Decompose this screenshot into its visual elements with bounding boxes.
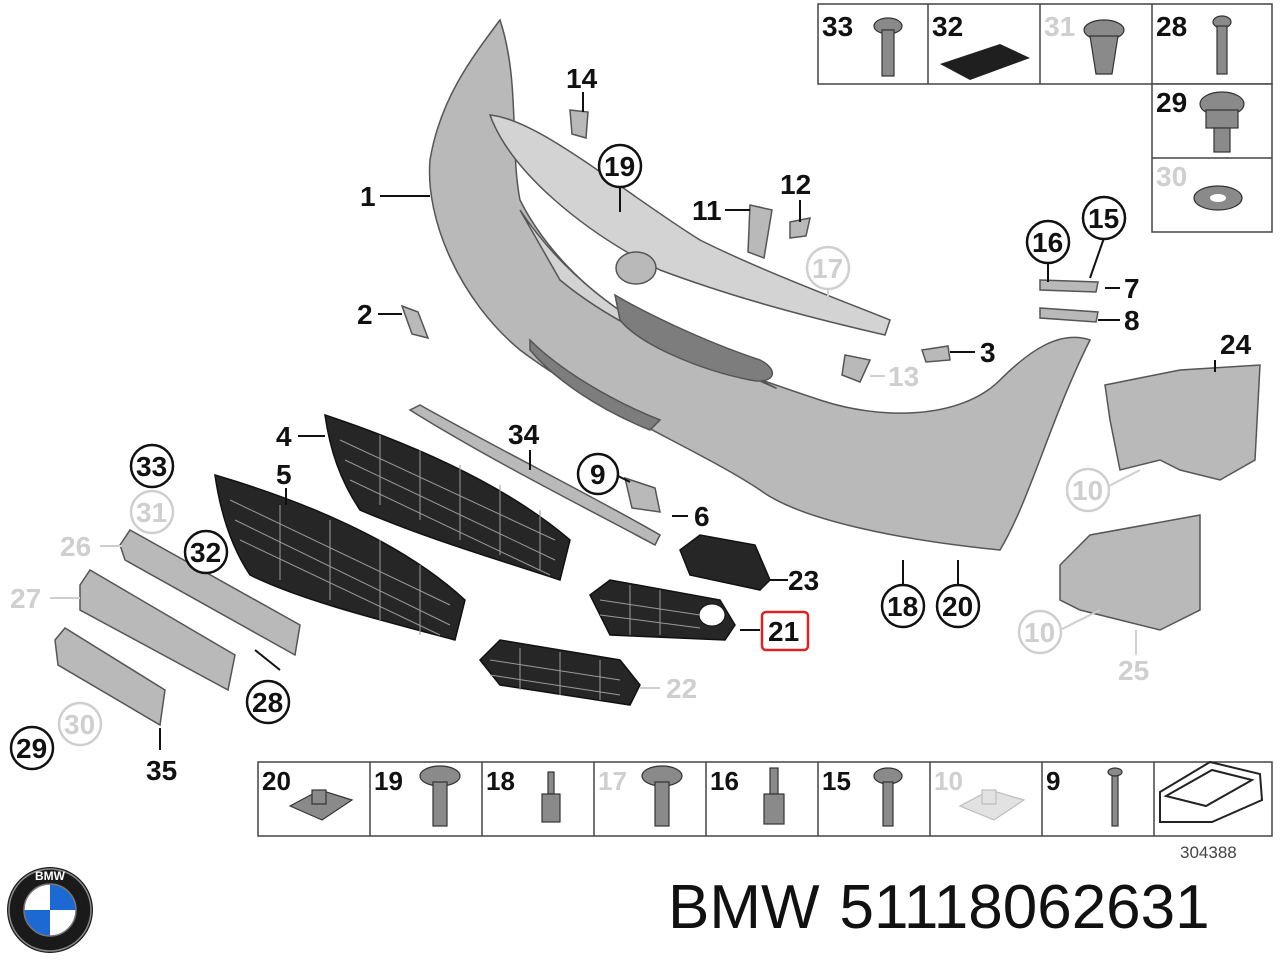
circle-label-16: 16 [1032, 227, 1063, 258]
license-plate-base-26 [119, 529, 301, 657]
fog-grille-21 [589, 579, 736, 641]
circle-label-18: 18 [887, 591, 918, 622]
label-2: 2 [357, 299, 373, 330]
hw-label-33: 33 [822, 11, 853, 42]
label-27: 27 [10, 583, 41, 614]
part-labels: 1 2 3 4 5 6 7 8 11 12 13 14 24 25 26 27 … [10, 63, 1252, 786]
label-3: 3 [980, 337, 996, 368]
hw-label-29: 29 [1156, 87, 1187, 118]
foam-strip-32-icon [940, 44, 1030, 80]
label-5: 5 [276, 459, 292, 490]
hw-label-16: 16 [710, 766, 739, 796]
part-number: 51118062631 [839, 873, 1210, 942]
circle-label-32: 32 [190, 537, 221, 568]
hw-label-9: 9 [1046, 766, 1060, 796]
nut-clip-20-icon [288, 789, 354, 821]
label-11: 11 [692, 195, 722, 226]
fog-grille-22 [478, 639, 641, 706]
bottom-hardware-table: 20 19 18 17 16 15 10 [257, 760, 1273, 862]
screw-33-icon [873, 17, 903, 77]
bolt-29-icon [1199, 91, 1245, 153]
circle-label-17: 17 [812, 253, 843, 284]
nut-clip-10-icon [958, 789, 1026, 821]
label-35: 35 [146, 755, 177, 786]
diagram-reference-number: 304388 [1180, 843, 1237, 862]
rivet-16-icon [763, 767, 785, 825]
license-plate-base-35 [54, 627, 166, 727]
fog-opening-left [529, 338, 662, 431]
circle-label-29: 29 [16, 733, 47, 764]
circle-label-15: 15 [1088, 203, 1119, 234]
bmw-logo-icon: BMW [7, 867, 93, 953]
label-25: 25 [1118, 655, 1149, 686]
top-hardware-table: 33 32 31 28 29 30 [817, 3, 1273, 233]
label-24: 24 [1220, 329, 1252, 360]
circle-label-30: 30 [64, 709, 95, 740]
label-26: 26 [60, 531, 91, 562]
label-8: 8 [1124, 305, 1140, 336]
upper-grille-carrier [488, 114, 891, 336]
label-23: 23 [788, 565, 819, 596]
screw-15-icon [873, 767, 903, 827]
brand-name: BMW [668, 873, 820, 942]
label-1: 1 [360, 181, 376, 212]
label-34: 34 [508, 419, 540, 450]
center-grille-4 [324, 413, 571, 581]
circle-label-20: 20 [942, 591, 973, 622]
small-parts [400, 109, 1099, 513]
highlighted-part-21[interactable]: 21 [760, 610, 810, 652]
circle-label-10a: 10 [1072, 475, 1103, 506]
hw-label-32: 32 [932, 11, 963, 42]
air-duct-25 [1059, 514, 1201, 631]
highlighted-label-21: 21 [768, 616, 799, 647]
label-22: 22 [666, 673, 697, 704]
label-4: 4 [276, 421, 292, 452]
leader-lines [50, 92, 1216, 750]
circle-label-9: 9 [590, 459, 606, 490]
hw-label-28: 28 [1156, 11, 1187, 42]
license-plate-base-27 [79, 568, 236, 692]
product-caption: BMW 51118062631 [668, 872, 1230, 943]
hw-label-30: 30 [1156, 161, 1187, 192]
circle-label-19: 19 [604, 151, 635, 182]
hw-label-31: 31 [1044, 11, 1075, 42]
trim-strip-34 [408, 404, 661, 547]
circle-label-31: 31 [136, 497, 167, 528]
screw-19-icon [419, 765, 461, 827]
air-duct-24 [1104, 364, 1261, 481]
expanding-clip-31-icon [1083, 19, 1125, 75]
kidney-grille-opening [613, 293, 773, 382]
circle-label-28: 28 [252, 687, 283, 718]
label-7: 7 [1124, 273, 1140, 304]
screw-28-icon [1212, 15, 1232, 75]
circle-label-33: 33 [136, 451, 167, 482]
lower-grille-5 [214, 473, 466, 641]
hw-label-20: 20 [262, 766, 291, 796]
hw-label-19: 19 [374, 766, 403, 796]
hw-label-10: 10 [934, 766, 963, 796]
hw-label-15: 15 [822, 766, 851, 796]
rivet-18-icon [541, 771, 561, 823]
pin-9-icon [1107, 767, 1123, 827]
label-14: 14 [566, 63, 598, 94]
circled-labels: 19 17 15 16 9 18 20 10 10 33 31 32 28 30… [9, 143, 1127, 771]
screw-17-icon [641, 765, 683, 827]
hw-label-18: 18 [486, 766, 515, 796]
washer-30-icon [1193, 185, 1243, 211]
label-13: 13 [888, 361, 919, 392]
label-6: 6 [694, 501, 710, 532]
circle-label-10b: 10 [1024, 617, 1055, 648]
hw-label-17: 17 [598, 766, 627, 796]
label-12: 12 [780, 169, 811, 200]
bmw-logo-letters: BMW [35, 869, 66, 883]
direction-arrow-icon [1159, 760, 1264, 823]
fog-cover-23 [679, 534, 771, 591]
